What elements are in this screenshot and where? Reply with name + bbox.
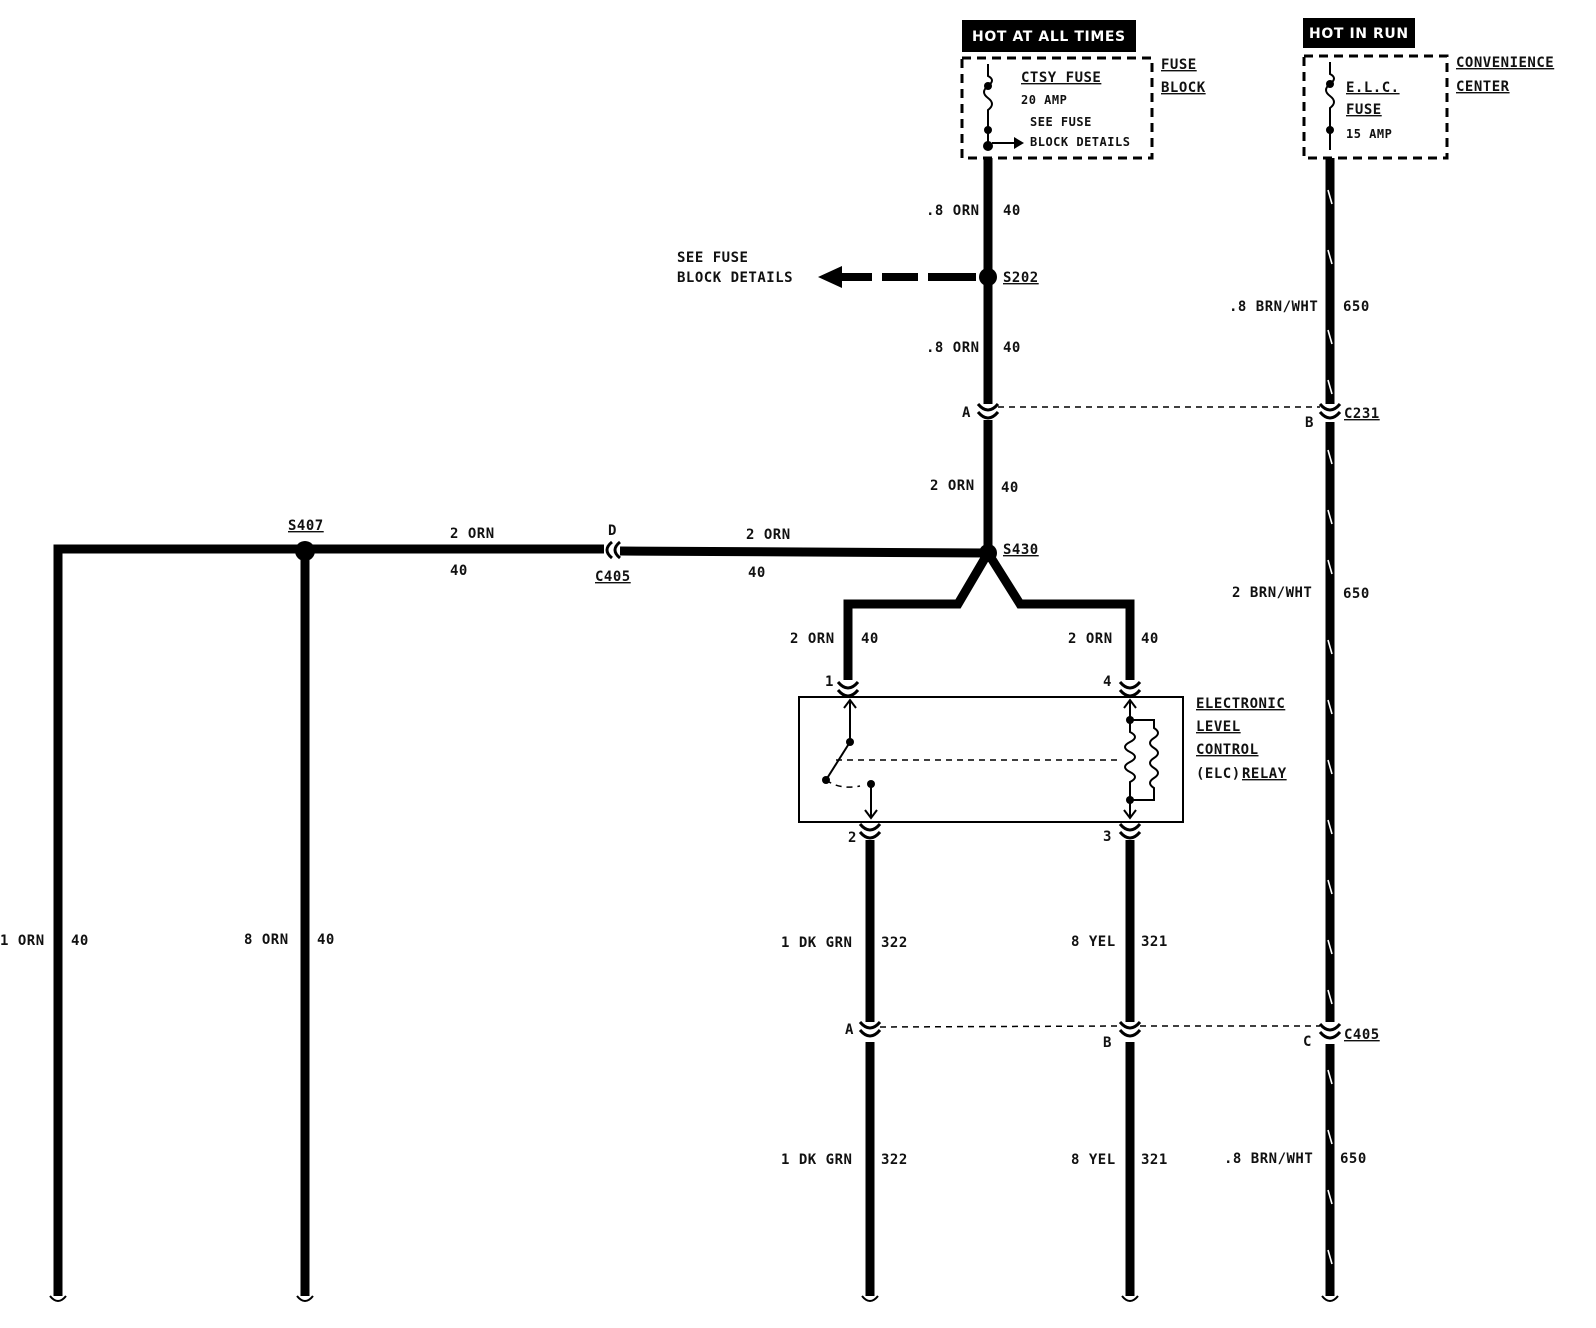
convenience-label-2: CENTER: [1456, 79, 1510, 95]
wire-label-650-mid: 650: [1343, 586, 1370, 602]
wire-label-2orn-3: 2 ORN: [930, 478, 975, 494]
wire-label-brnwht-mid: 2 BRN/WHT: [1232, 585, 1312, 601]
wire-yel-321: [1121, 840, 1139, 1302]
wire-label-321-2: 321: [1141, 1152, 1168, 1168]
splice-s407-label: S407: [288, 518, 324, 534]
wire-label-40-r4: 40: [1141, 631, 1159, 647]
fuse-see-2: BLOCK DETAILS: [1030, 135, 1130, 149]
banner-hot-at-all-times-text: HOT AT ALL TIMES: [972, 29, 1126, 45]
wire-label-321-1: 321: [1141, 934, 1168, 950]
connector-c405-lower: [858, 1020, 1342, 1040]
c405-top-label: C405: [595, 569, 631, 585]
wire-label-650-bot: 650: [1340, 1151, 1367, 1167]
relay-label-2: LEVEL: [1196, 719, 1241, 735]
relay-pin-3: 3: [1103, 829, 1112, 845]
see-fuse-2: BLOCK DETAILS: [677, 270, 793, 286]
wire-orn-40-horizontal: [49, 540, 989, 1302]
elc-fuse-2: FUSE: [1346, 102, 1382, 118]
wire-label-40-3: 40: [1001, 480, 1019, 496]
banner-hot-at-all-times: HOT AT ALL TIMES: [962, 20, 1136, 52]
splice-s202: [818, 266, 997, 288]
banner-hot-in-run-text: HOT IN RUN: [1309, 26, 1409, 42]
relay-label-4a: (ELC): [1196, 766, 1241, 782]
relay-pin-2: 2: [848, 830, 857, 846]
wire-label-40-left: 40: [450, 563, 468, 579]
c405-top-pin: D: [608, 523, 617, 539]
convenience-label-1: CONVENIENCE: [1456, 55, 1554, 71]
splice-s202-label: S202: [1003, 270, 1039, 286]
connector-c231: [976, 402, 1342, 420]
wire-label-8orn-2: .8 ORN: [926, 340, 980, 356]
wire-dkgrn-322: [861, 840, 879, 1302]
c405-pin-a: A: [845, 1022, 854, 1038]
wire-label-40-far: 40: [71, 933, 89, 949]
fuse-rating: 20 AMP: [1021, 93, 1067, 107]
wire-label-40-2: 40: [1003, 340, 1021, 356]
see-fuse-1: SEE FUSE: [677, 250, 748, 266]
wire-label-322-1: 322: [881, 935, 908, 951]
splice-s430: [843, 544, 1135, 680]
c405-pin-b: B: [1103, 1035, 1112, 1051]
c231-pin-b: B: [1305, 415, 1314, 431]
fuse-block-label-1: FUSE: [1161, 57, 1197, 73]
wire-label-2orn-mid: 2 ORN: [746, 527, 791, 543]
wire-label-2orn-r4: 2 ORN: [1068, 631, 1113, 647]
wire-brnwht-650: [1321, 158, 1339, 1302]
splice-s407: [295, 541, 315, 1302]
elc-fuse-1: E.L.C.: [1346, 80, 1400, 96]
wire-label-yel-1: 8 YEL: [1071, 934, 1116, 950]
elc-relay: [798, 680, 1184, 840]
c405-pin-c: C: [1303, 1034, 1312, 1050]
wire-label-650-top: 650: [1343, 299, 1370, 315]
c231-pin-a: A: [962, 405, 971, 421]
wire-label-40-s407: 40: [317, 932, 335, 948]
elc-fuse-rating: 15 AMP: [1346, 127, 1392, 141]
wire-label-8orn-s407: 8 ORN: [244, 932, 289, 948]
wire-label-yel-2: 8 YEL: [1071, 1152, 1116, 1168]
wire-label-40-mid: 40: [748, 565, 766, 581]
fuse-see-1: SEE FUSE: [1030, 115, 1092, 129]
splice-s430-label: S430: [1003, 542, 1039, 558]
relay-pin-1: 1: [825, 674, 834, 690]
fuse-block-label-2: BLOCK: [1161, 80, 1206, 96]
relay-label-4b: RELAY: [1242, 766, 1287, 782]
fuse-block: CTSY FUSE 20 AMP SEE FUSE BLOCK DETAILS …: [960, 56, 1206, 160]
wire-label-322-2: 322: [881, 1152, 908, 1168]
wire-label-40-r1: 40: [861, 631, 879, 647]
wire-label-2orn-left: 2 ORN: [450, 526, 495, 542]
relay-label-1: ELECTRONIC: [1196, 696, 1285, 712]
wire-label-brnwht-bot: .8 BRN/WHT: [1224, 1151, 1313, 1167]
wire-label-2orn-r1: 2 ORN: [790, 631, 835, 647]
relay-pin-4: 4: [1103, 674, 1112, 690]
banner-hot-in-run: HOT IN RUN: [1303, 18, 1415, 48]
wire-label-40-1: 40: [1003, 203, 1021, 219]
wire-label-brnwht-top: .8 BRN/WHT: [1229, 299, 1318, 315]
convenience-center: E.L.C. FUSE 15 AMP CONVENIENCE CENTER: [1302, 54, 1554, 160]
wire-label-dkgrn-2: 1 DK GRN: [781, 1152, 852, 1168]
c405-right-label: C405: [1344, 1027, 1380, 1043]
relay-label-3: CONTROL: [1196, 742, 1259, 758]
wire-label-1orn: 1 ORN: [0, 933, 45, 949]
wire-label-8orn-1: .8 ORN: [926, 203, 980, 219]
fuse-name: CTSY FUSE: [1021, 70, 1101, 86]
c231-label: C231: [1344, 406, 1380, 422]
wire-label-dkgrn-1: 1 DK GRN: [781, 935, 852, 951]
